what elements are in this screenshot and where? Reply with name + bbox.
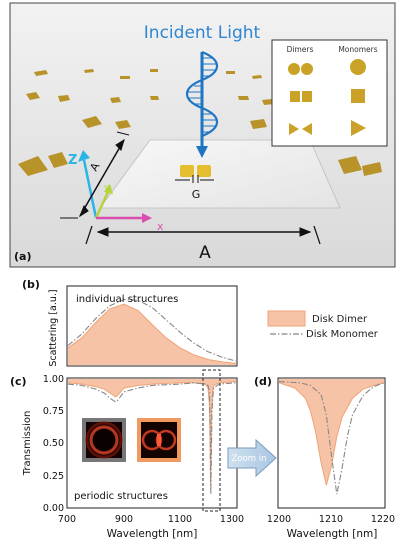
panel-b-label: (b) <box>22 278 40 291</box>
xtick-1300: 1300 <box>220 514 244 525</box>
panel-c-yticks: 1.00 0.75 0.50 0.25 0.00 <box>43 374 64 514</box>
panel-d-label: (d) <box>254 375 272 388</box>
series-line-disk-monomer <box>278 381 385 495</box>
shape-inset: Dimers Monomers <box>271 39 388 147</box>
panel-c-ylabel: Transmission <box>22 411 33 477</box>
rect-dimer-shape <box>290 91 300 102</box>
legend-dimer-swatch <box>267 310 306 327</box>
series-area-disk-dimer <box>279 379 384 486</box>
inset-dimers-title: Dimers <box>287 45 314 54</box>
series-line-disk-dimer <box>67 303 237 364</box>
panel-b-plot <box>67 298 237 365</box>
panel-d-plot <box>278 379 385 495</box>
incident-light-label: Incident Light <box>144 23 261 43</box>
panel-c: (c) periodic structures Transmission 1.0… <box>10 369 244 540</box>
zoom-label: Zoom in <box>232 454 267 464</box>
series-line-disk-monomer <box>67 382 237 495</box>
ytick-0.25: 0.25 <box>43 471 64 482</box>
gap-label: G <box>192 188 201 201</box>
zoom-arrow: Zoom in <box>227 438 277 478</box>
field-map-dimer <box>137 418 181 462</box>
bowtie-dimer-shape <box>289 123 299 135</box>
panel-b-ylabel: Scattering [a.u.] <box>48 289 59 366</box>
ytick-0.50: 0.50 <box>43 438 64 449</box>
xtick-1100: 1100 <box>168 514 192 525</box>
panel-a: G Incident Light <box>9 2 396 268</box>
panel-c-xlabel: Wavelength [nm] <box>107 528 198 540</box>
triangle-monomer-shape <box>351 120 366 136</box>
series-area-disk-dimer <box>68 304 236 365</box>
series-line-disk-dimer <box>278 382 385 486</box>
ytick-1.00: 1.00 <box>43 374 64 385</box>
legend-monomer-label: Disk Monomer <box>306 329 379 340</box>
panel-d: (d) 1200 1210 1220 Wavelength [nm] <box>254 375 395 540</box>
series-line-disk-monomer <box>67 298 237 362</box>
background-particles <box>18 69 382 176</box>
disk-monomer-shape <box>350 59 366 75</box>
dimension-arrows <box>60 131 321 245</box>
bottom-dimension-label: A <box>199 243 211 263</box>
field-map-monomer <box>82 418 126 462</box>
legend-dimer-label: Disk Dimer <box>312 314 368 325</box>
rect-monomer-shape <box>351 89 365 103</box>
ytick-0.75: 0.75 <box>43 406 64 417</box>
panel-c-xticks: 700 900 1100 1300 <box>58 514 244 525</box>
xtick-1220: 1220 <box>371 514 395 525</box>
center-dimer <box>175 165 214 183</box>
axis-x-label: x <box>157 220 164 233</box>
panel-a-label: (a) <box>14 250 31 263</box>
zoom-region-box <box>202 369 221 512</box>
incident-light-wave <box>185 50 219 158</box>
axis-y-label: y <box>104 183 110 193</box>
panel-d-xlabel: Wavelength [nm] <box>287 528 378 540</box>
axis-triad <box>78 150 152 223</box>
inset-monomers-title: Monomers <box>338 45 377 54</box>
panel-c-label: (c) <box>10 375 27 388</box>
panel-b: (b) individual structures Scattering [a.… <box>22 278 238 367</box>
panel-b-annotation: individual structures <box>76 294 178 305</box>
axis-z-label: z <box>68 153 77 168</box>
ytick-0.00: 0.00 <box>43 503 64 514</box>
panel-c-annotation: periodic structures <box>74 491 168 502</box>
legend: Disk Dimer Disk Monomer <box>267 310 379 340</box>
panel-d-xticks: 1200 1210 1220 <box>267 514 395 525</box>
xtick-900: 900 <box>115 514 133 525</box>
panel-c-plot <box>67 379 237 495</box>
xtick-700: 700 <box>58 514 76 525</box>
substrate-plate <box>99 139 341 209</box>
xtick-1200: 1200 <box>267 514 291 525</box>
xtick-1210: 1210 <box>319 514 343 525</box>
disk-dimer-shape <box>288 63 300 75</box>
